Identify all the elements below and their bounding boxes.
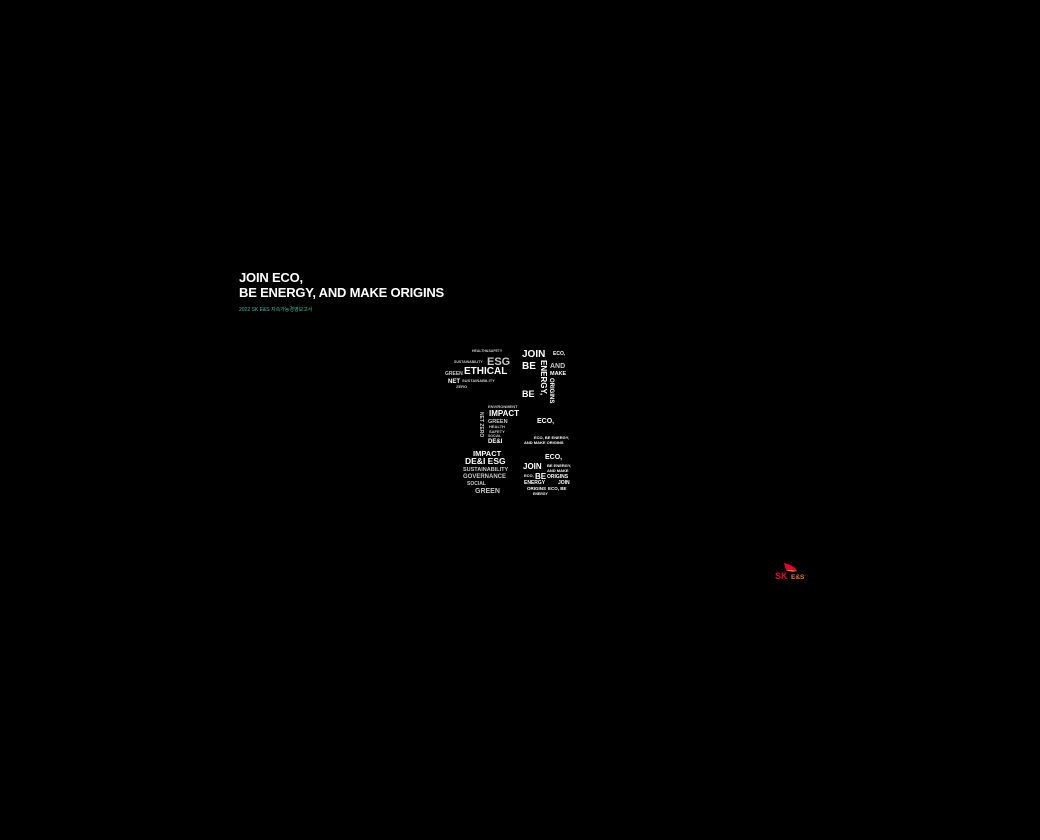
wc-left-2: SUSTAINABILITY — [454, 360, 483, 364]
cover-title-line-1: JOIN ECO, — [239, 270, 303, 285]
wc-left-5: NET — [448, 379, 460, 385]
wc-left-14: DE&I — [488, 439, 503, 445]
wc-left-17: DE&I ESG — [465, 456, 506, 466]
wc-right-16: BE — [535, 472, 547, 481]
wc-right-5: ENERGY, — [539, 360, 548, 395]
wc-right-10: AND MAKE ORIGINS — [524, 440, 564, 445]
cover-title-block: JOIN ECO, BE ENERGY, AND MAKE ORIGINS 20… — [239, 270, 444, 313]
wc-left-20: SOCIAL — [467, 481, 486, 487]
wc-left-15: NET ZERO — [478, 412, 484, 437]
wc-right-2: BE — [522, 361, 536, 372]
word-cloud-graphic: HEALTH&SAFETY ESG SUSTAINABILITY ETHICAL… — [444, 346, 574, 498]
wc-right-8: ECO, — [537, 418, 554, 425]
wc-right-1: ECO, — [553, 351, 566, 357]
logo-suffix: E&S — [791, 574, 805, 581]
wc-right-13: BE ENERGY, — [547, 463, 571, 468]
cover-subtitle: 2022 SK E&S 지속가능경영보고서 — [239, 307, 313, 313]
wc-left-12: SAFETY — [489, 429, 505, 434]
wc-right-7: BE — [522, 389, 535, 399]
wc-right-3: AND — [550, 363, 565, 370]
wc-right-20: ORIGINS — [527, 486, 546, 491]
sk-es-logo: SK E&S — [772, 561, 808, 583]
wc-right-17: ORIGINS — [547, 474, 569, 480]
wc-right-11: ECO, — [545, 454, 562, 461]
wc-right-15: ECO, — [524, 473, 534, 478]
wc-left-8: ENVIRONMENT — [488, 404, 518, 409]
wc-right-19: JOIN — [558, 480, 570, 486]
wc-left-11: HEALTH — [489, 424, 505, 429]
wc-right-14: AND MAKE — [547, 468, 569, 473]
wc-left-1: ESG — [487, 356, 510, 368]
wc-right-18: ENERGY — [524, 480, 546, 486]
wc-left-9: IMPACT — [489, 409, 519, 418]
wc-left-3: ETHICAL — [464, 366, 507, 377]
wc-right-21: ECO, BE — [548, 486, 567, 491]
wc-right-0: JOIN — [522, 349, 545, 360]
wc-left-13: SOCIAL — [488, 434, 502, 438]
wc-left-19: GOVERNANCE — [463, 474, 506, 480]
wc-right-22: ENERGY — [533, 492, 548, 496]
wc-left-21: GREEN — [475, 488, 500, 495]
wc-left-6: SUSTAINABILITY — [462, 378, 495, 383]
wc-left-10: GREEN — [488, 419, 508, 425]
wc-left-18: SUSTAINABILITY — [463, 467, 508, 473]
wc-left-16: IMPACT — [473, 449, 502, 458]
wc-left-7: ZERO — [456, 384, 467, 389]
wc-right-12: JOIN — [523, 462, 542, 471]
wc-left-0: HEALTH&SAFETY — [472, 349, 503, 353]
logo-wing-icon — [784, 563, 797, 571]
logo-flare-icon — [786, 569, 797, 572]
wc-right-9: ECO, BE ENERGY, — [534, 435, 569, 440]
logo-brand: SK — [775, 571, 788, 581]
wc-right-6: ORIGINS — [548, 378, 554, 403]
wc-left-4: GREEN — [445, 371, 463, 377]
wc-right-4: MAKE — [550, 371, 567, 377]
cover-title-line-2: BE ENERGY, AND MAKE ORIGINS — [239, 285, 445, 300]
